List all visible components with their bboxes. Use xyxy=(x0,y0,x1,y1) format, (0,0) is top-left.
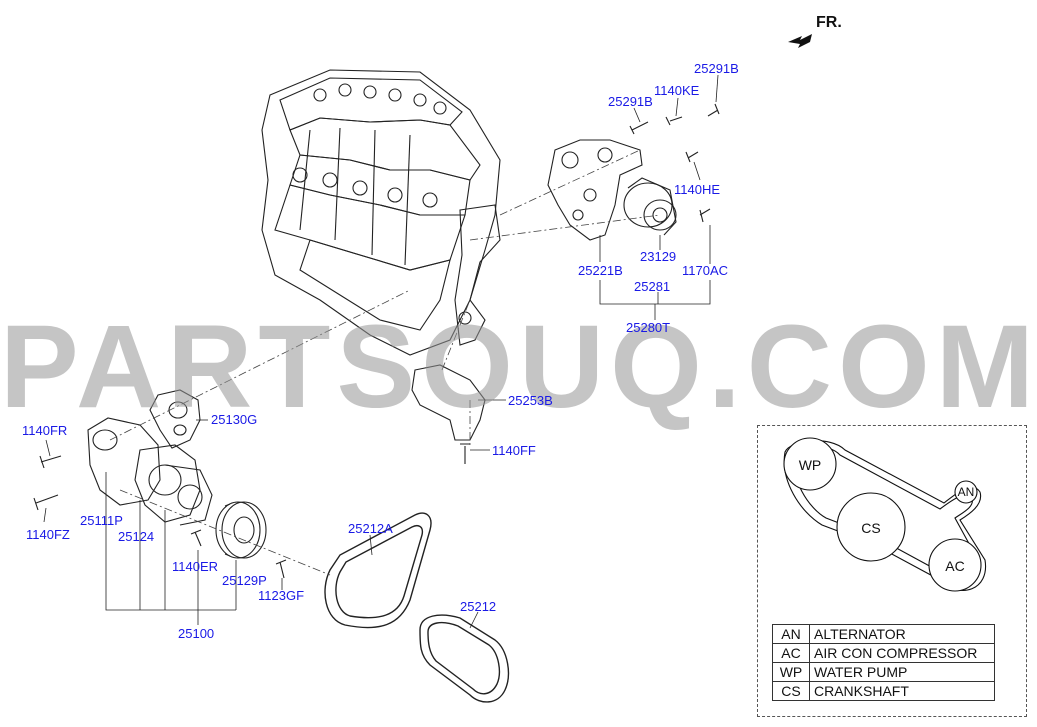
part-label-25221B[interactable]: 25221B xyxy=(578,263,623,278)
part-label-25111P[interactable]: 25111P xyxy=(80,513,123,528)
part-label-1140FZ[interactable]: 1140FZ xyxy=(26,527,70,542)
legend-row: CS CRANKSHAFT xyxy=(772,681,995,701)
part-label-25281[interactable]: 25281 xyxy=(634,279,671,294)
part-label-25100[interactable]: 25100 xyxy=(178,626,215,641)
part-label-25280T[interactable]: 25280T xyxy=(626,320,671,335)
front-arrow-icon xyxy=(788,34,812,48)
legend-row: AC AIR CON COMPRESSOR xyxy=(772,643,995,663)
part-label-1123GF[interactable]: 1123GF xyxy=(258,588,305,603)
legend-code: AN xyxy=(772,624,810,644)
water-pump-drawing xyxy=(87,417,213,526)
legend-row: AN ALTERNATOR xyxy=(772,624,995,644)
part-label-25212A[interactable]: 25212A xyxy=(348,521,393,536)
legend-desc: WATER PUMP xyxy=(809,662,995,682)
part-label-25124[interactable]: 25124 xyxy=(118,529,155,544)
pulley-wp-label: WP xyxy=(798,457,822,473)
part-label-1140HE[interactable]: 1140HE xyxy=(674,182,721,197)
belt-legend-box xyxy=(757,425,1027,717)
front-direction-label: FR. xyxy=(816,14,842,31)
legend-code: AC xyxy=(772,643,810,663)
watermark: PARTSOUQ.COM xyxy=(0,301,1037,433)
belt-routing-diagram xyxy=(783,437,987,592)
part-label-25129P[interactable]: 25129P xyxy=(222,573,267,588)
leader-lines xyxy=(43,74,719,629)
part-label-25130G[interactable]: 25130G xyxy=(211,412,258,427)
part-label-1140FR[interactable]: 1140FR xyxy=(22,423,68,438)
part-label-23129[interactable]: 23129 xyxy=(640,249,677,264)
ac-belt-drawing xyxy=(419,614,510,703)
drive-belt-drawing xyxy=(324,512,432,629)
legend-table: AN ALTERNATOR AC AIR CON COMPRESSOR WP W… xyxy=(772,624,995,701)
legend-desc: CRANKSHAFT xyxy=(809,681,995,701)
legend-code: CS xyxy=(772,681,810,701)
part-label-25291B[interactable]: 25291B xyxy=(608,94,653,109)
assembly-centerlines xyxy=(109,149,661,576)
legend-row: WP WATER PUMP xyxy=(772,662,995,682)
part-label-1170AC[interactable]: 1170AC xyxy=(682,263,729,278)
engine-block-drawing xyxy=(261,69,501,356)
part-label-25253B[interactable]: 25253B xyxy=(508,393,553,408)
gasket-drawing xyxy=(149,389,201,449)
legend-desc: AIR CON COMPRESSOR xyxy=(809,643,995,663)
part-label-25212[interactable]: 25212 xyxy=(460,599,497,614)
bolt-icons xyxy=(33,103,720,579)
part-label-25291B-top[interactable]: 25291B xyxy=(694,61,739,76)
legend-code: WP xyxy=(772,662,810,682)
legend-desc: ALTERNATOR xyxy=(809,624,995,644)
pulley-drawing xyxy=(215,501,267,559)
pulley-ac-label: AC xyxy=(945,558,965,574)
part-label-1140FF[interactable]: 1140FF xyxy=(492,443,536,458)
pulley-cs-label: CS xyxy=(861,520,881,536)
tensioner-bracket-drawing xyxy=(547,139,677,241)
part-label-1140ER[interactable]: 1140ER xyxy=(172,559,219,574)
pulley-an-label: AN xyxy=(957,485,975,499)
part-label-1140KE[interactable]: 1140KE xyxy=(654,83,700,98)
